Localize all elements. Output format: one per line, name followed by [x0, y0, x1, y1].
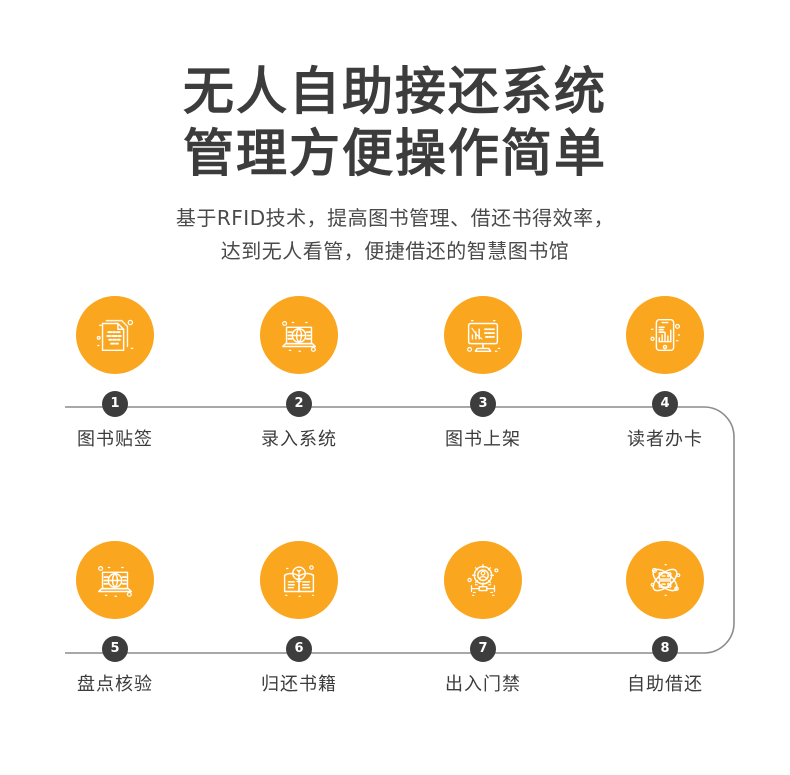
- document-binary-icon: [76, 296, 154, 374]
- gear-person-icon: [444, 541, 522, 619]
- step-label: 图书上架: [445, 429, 521, 450]
- step-label: 图书贴签: [77, 429, 153, 450]
- step-label: 出入门禁: [445, 674, 521, 695]
- step-badge: 5: [102, 636, 128, 662]
- laptop-globe-icon: [76, 541, 154, 619]
- flow-step-5[interactable]: 5 盘点核验: [35, 541, 195, 697]
- smartphone-barchart-icon: [626, 296, 704, 374]
- step-badge: 6: [286, 636, 312, 662]
- laptop-globe-icon: [260, 296, 338, 374]
- page-header: 无人自助接还系统 管理方便操作简单 基于RFID技术，提高图书管理、借还书得效率…: [0, 62, 790, 268]
- flow-row-bottom: 5 盘点核验: [0, 541, 790, 746]
- step-label: 盘点核验: [77, 674, 153, 695]
- step-badge: 1: [102, 391, 128, 417]
- step-badge: 7: [470, 636, 496, 662]
- process-flow-diagram: 1 图书贴签: [0, 296, 790, 716]
- flow-row-top: 1 图书贴签: [0, 296, 790, 501]
- step-badge: 4: [652, 391, 678, 417]
- book-lightbulb-icon: [260, 541, 338, 619]
- flow-step-8[interactable]: 8 自助借还: [585, 541, 745, 697]
- flow-step-6[interactable]: 6 归还书籍: [219, 541, 379, 697]
- page-title-line-1: 无人自助接还系统: [182, 63, 607, 122]
- flow-step-2[interactable]: 2 录入系统: [219, 296, 379, 452]
- flow-step-3[interactable]: 3 图书上架: [403, 296, 563, 452]
- flow-step-4[interactable]: 4 读者办卡: [585, 296, 745, 452]
- step-label: 录入系统: [261, 429, 337, 450]
- step-label: 读者办卡: [627, 429, 703, 450]
- step-badge: 3: [470, 391, 496, 417]
- flow-step-1[interactable]: 1 图书贴签: [35, 296, 195, 452]
- monitor-chart-binary-icon: [444, 296, 522, 374]
- step-label: 自助借还: [627, 674, 703, 695]
- step-badge: 8: [652, 636, 678, 662]
- page-subtitle-line-1: 基于RFID技术，提高图书管理、借还书得效率，: [175, 206, 615, 230]
- atom-server-icon: [626, 541, 704, 619]
- page-subtitle-line-2: 达到无人看管，便捷借还的智慧图书馆: [220, 239, 570, 263]
- page-title-line-2: 管理方便操作简单: [182, 125, 607, 184]
- page-subtitle: 基于RFID技术，提高图书管理、借还书得效率， 达到无人看管，便捷借还的智慧图书…: [0, 202, 790, 268]
- step-label: 归还书籍: [261, 674, 337, 695]
- step-badge: 2: [286, 391, 312, 417]
- flow-step-7[interactable]: 7 出入门禁: [403, 541, 563, 697]
